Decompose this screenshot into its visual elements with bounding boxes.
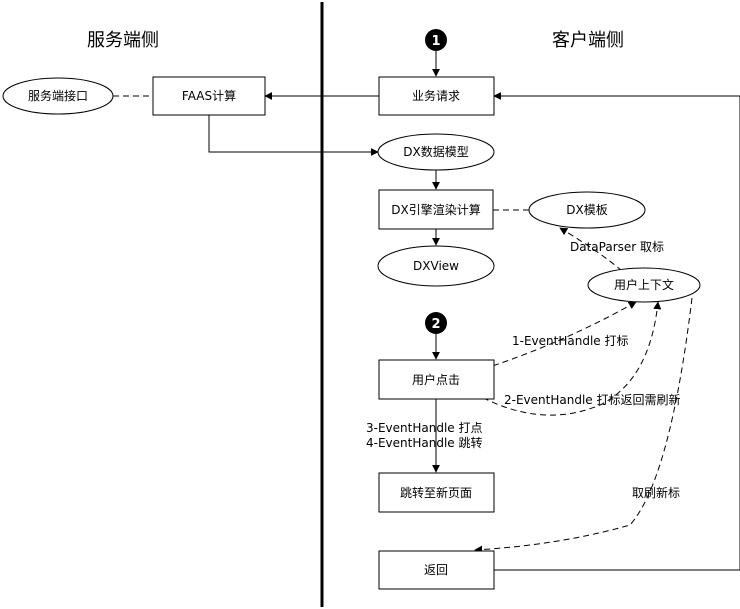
server-api-node: 服务端接口: [2, 77, 114, 115]
server-side-header: 服务端侧: [87, 30, 159, 51]
svg-text:DXView: DXView: [413, 259, 459, 273]
svg-text:FAAS计算: FAAS计算: [182, 88, 236, 103]
faas-compute-node: FAAS计算: [152, 76, 266, 116]
edge-context-to-back: [474, 297, 693, 554]
user-click-node: 用户点击: [378, 359, 495, 400]
dx-template-node: DX模板: [528, 191, 646, 229]
svg-text:服务端接口: 服务端接口: [28, 88, 88, 103]
edge-back-to-request: [493, 92, 740, 571]
step-2-marker: 2: [425, 312, 447, 334]
dx-data-model-node: DX数据模型: [377, 133, 495, 171]
back-node: 返回: [378, 550, 495, 590]
svg-text:DX数据模型: DX数据模型: [403, 144, 468, 159]
svg-text:1: 1: [431, 34, 440, 49]
svg-text:用户点击: 用户点击: [412, 372, 460, 387]
edge-context-to-template: [559, 227, 623, 272]
svg-text:用户上下文: 用户上下文: [614, 277, 674, 292]
edge-click-to-context-2: [473, 301, 662, 416]
label-eventhandle-4: 4-EventHandle 跳转: [366, 435, 482, 450]
svg-text:DX引擎渲染计算: DX引擎渲染计算: [391, 202, 480, 217]
edge-faas-to-datamodel: [208, 115, 379, 156]
svg-text:DX模板: DX模板: [566, 203, 607, 217]
label-eventhandle-3: 3-EventHandle 打点: [366, 421, 482, 435]
dx-engine-render-node: DX引擎渲染计算: [378, 189, 494, 230]
client-side-header: 客户端侧: [552, 30, 624, 51]
svg-text:返回: 返回: [424, 563, 448, 577]
svg-text:跳转至新页面: 跳转至新页面: [400, 485, 472, 500]
step-1-marker: 1: [425, 29, 447, 51]
label-refresh: 取刷新标: [632, 485, 680, 500]
svg-text:业务请求: 业务请求: [412, 88, 460, 103]
user-context-node: 用户上下文: [587, 267, 701, 303]
jump-new-page-node: 跳转至新页面: [378, 472, 495, 513]
label-eventhandle-2: 2-EventHandle 打标返回需刷新: [504, 392, 680, 407]
business-request-node: 业务请求: [378, 76, 495, 116]
label-eventhandle-1: 1-EventHandle 打标: [512, 334, 628, 348]
dx-view-node: DXView: [377, 245, 495, 287]
label-dataparser: DataParser 取标: [570, 240, 664, 254]
svg-text:2: 2: [431, 317, 440, 332]
